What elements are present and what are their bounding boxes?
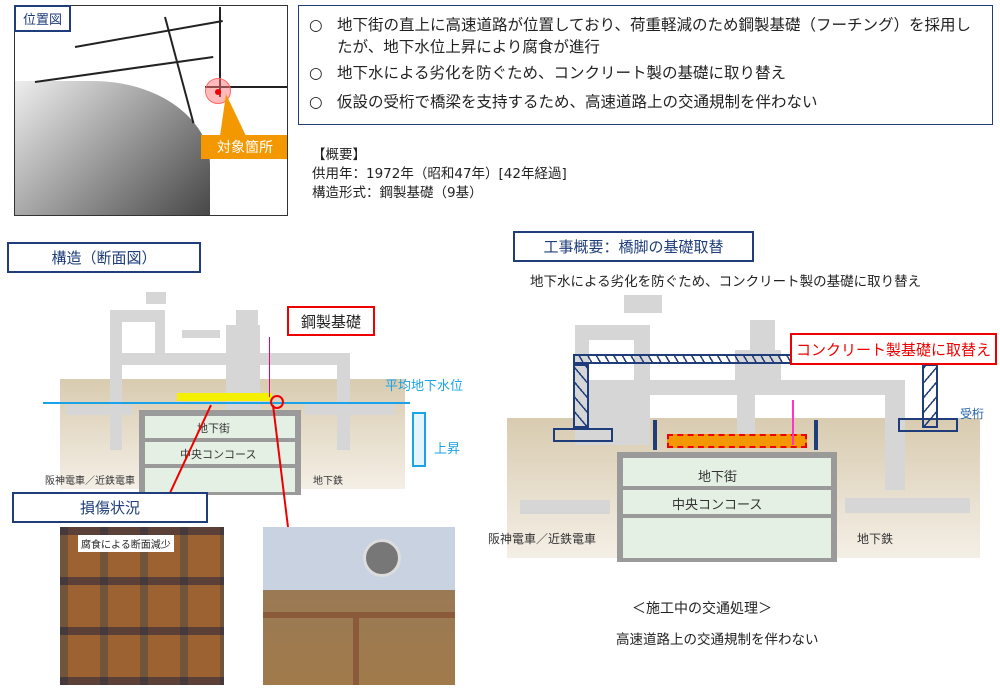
truss-support: [898, 418, 958, 432]
footing: [305, 403, 395, 415]
road: [34, 55, 214, 83]
pier: [155, 310, 165, 365]
bullet-marker: ○: [309, 63, 323, 82]
traffic-text: 高速道路上の交通規制を伴わない: [616, 632, 819, 648]
photo-texture: [353, 612, 359, 685]
deck: [146, 292, 166, 304]
pier: [885, 395, 905, 490]
mall-level: [623, 458, 831, 486]
service-year: 供用年：1972年（昭和47年）[42年経過]: [312, 166, 567, 182]
deck: [182, 330, 220, 338]
label-subway: 地下鉄: [313, 476, 343, 487]
manhole-opening: [363, 539, 401, 577]
deck: [236, 310, 258, 325]
summary-point: ○ 仮設の受桁で橋梁を支持するため、高速道路上の交通規制を伴わない: [309, 91, 982, 113]
sheet-pile: [814, 420, 818, 450]
deck: [624, 295, 662, 313]
steel-foundation-callout: 鋼製基礎: [287, 306, 375, 336]
concrete-foundation-callout: コンクリート製基礎に取替え: [790, 333, 997, 365]
label-railway: 阪神電車／近鉄電車: [488, 532, 597, 546]
summary-point: ○ 地下街の直上に高速道路が位置しており、荷重軽減のため鋼製基礎（フーチング）を採…: [309, 14, 982, 59]
callout-leader: [792, 400, 794, 445]
label-railway: 阪神電車／近鉄電車: [45, 476, 135, 487]
corrosion-photo-1: 腐食による断面減少: [60, 527, 224, 685]
pier: [750, 320, 775, 350]
steel-foundation: [177, 393, 272, 401]
summary-text: 仮設の受桁で橋梁を支持するため、高速道路上の交通規制を伴わない: [337, 93, 818, 112]
structure-section-title: 構造（断面図）: [7, 242, 201, 273]
bay-area: [15, 81, 210, 215]
callout-pointer: [220, 94, 246, 136]
summary-text: 地下水による劣化を防ぐため、コンクリート製の基礎に取り替え: [337, 63, 787, 82]
concrete-foundation: [667, 434, 807, 448]
support-girder-label: 受桁: [960, 407, 985, 421]
summary-point: ○ 地下水による劣化を防ぐため、コンクリート製の基礎に取り替え: [309, 62, 982, 84]
work-title: 工事概要：橋脚の基礎取替: [513, 231, 754, 262]
bullet-marker: ○: [309, 16, 323, 34]
rise-label: 上昇: [434, 442, 461, 457]
road: [74, 19, 223, 48]
railway-level: [145, 468, 295, 492]
structure-diagram: 地下街 中央コンコース 阪神電車／近鉄電車 地下鉄 鋼製基礎 平均地下水位 上昇: [0, 285, 480, 495]
structure-type: 構造形式：鋼製基礎（9基）: [312, 185, 483, 201]
label-underground-mall: 地下街: [197, 422, 230, 435]
label-underground-mall: 地下街: [698, 470, 738, 485]
label-concourse: 中央コンコース: [180, 448, 257, 461]
traffic-heading-text: ＜施工中の交通処理＞: [632, 601, 772, 617]
pier: [110, 310, 122, 450]
pier: [737, 395, 755, 445]
highlight-circle: [270, 395, 284, 409]
footing: [66, 405, 132, 415]
photo-caption: 腐食による断面減少: [78, 535, 174, 552]
damage-title: 損傷状況: [12, 492, 208, 523]
rise-arrow: [412, 412, 426, 467]
photo-texture: [60, 527, 224, 685]
truss-support: [553, 428, 613, 442]
water-level-label: 平均地下水位: [385, 379, 464, 394]
footing: [845, 498, 970, 513]
callout-leader: [269, 337, 270, 397]
work-subtitle: 地下水による劣化を防ぐため、コンクリート製の基礎に取り替え: [530, 274, 922, 290]
truss-leg: [573, 364, 589, 428]
groundwater-line: [43, 402, 410, 404]
corrosion-photo-2: [263, 527, 455, 685]
photo-texture: [263, 612, 455, 618]
mall-level: [145, 416, 295, 438]
summary-text: 地下街の直上に高速道路が位置しており、荷重軽減のため鋼製基礎（フーチング）を採用…: [337, 16, 971, 57]
target-dot: [215, 89, 221, 95]
road: [205, 86, 287, 88]
sheet-pile: [653, 420, 657, 450]
traffic-heading: ＜施工中の交通処理＞: [0, 598, 1000, 618]
pier: [337, 353, 350, 450]
label-subway: 地下鉄: [857, 532, 894, 546]
target-location-label: 対象箇所: [201, 135, 287, 159]
overview: 【概要】 供用年：1972年（昭和47年）[42年経過] 構造形式：鋼製基礎（9…: [312, 146, 567, 203]
work-diagram: 地下街 中央コンコース 阪神電車／近鉄電車 地下鉄 コンクリート製基礎に取替え …: [488, 290, 1000, 570]
concourse-level: [623, 490, 831, 514]
concourse-level: [145, 442, 295, 464]
pier-top: [110, 310, 165, 322]
label-concourse: 中央コンコース: [672, 498, 763, 513]
location-map-title: 位置図: [14, 5, 71, 32]
summary-box: ○ 地下街の直上に高速道路が位置しており、荷重軽減のため鋼製基礎（フーチング）を採…: [298, 5, 993, 125]
bullet-marker: ○: [309, 93, 323, 112]
overview-heading: 【概要】: [312, 147, 366, 163]
footing: [520, 500, 610, 514]
railway-level: [623, 518, 831, 558]
truss-leg: [922, 364, 938, 428]
location-map: 対象箇所: [14, 5, 288, 216]
